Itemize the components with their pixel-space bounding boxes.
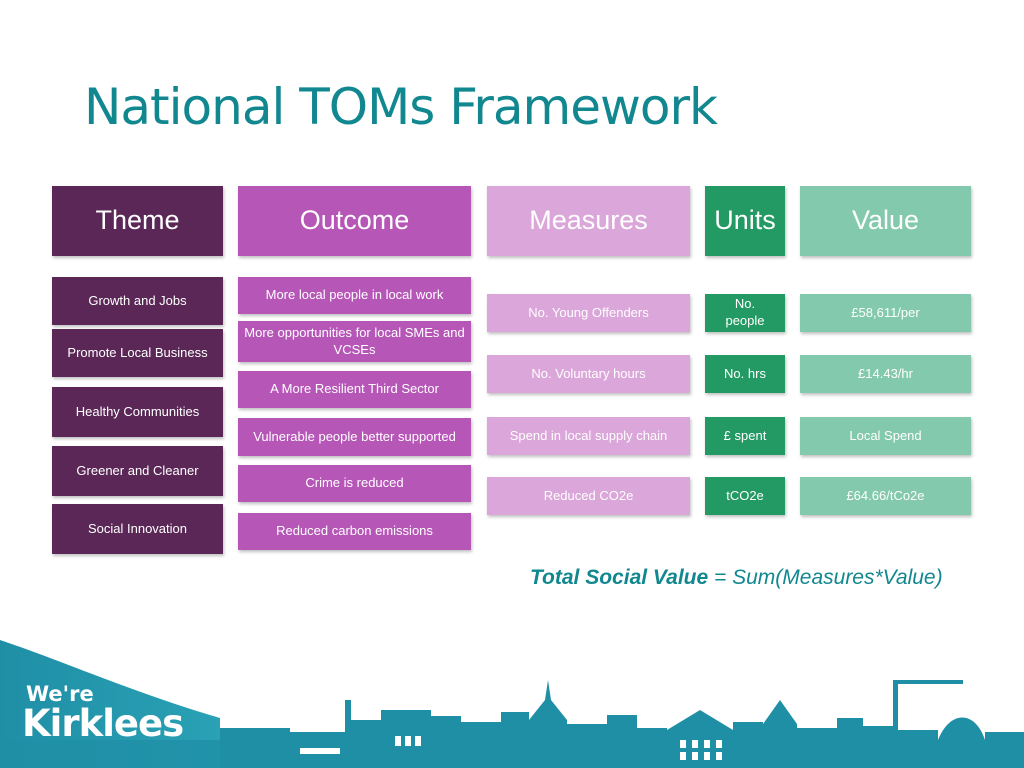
theme-item: Promote Local Business (52, 329, 223, 377)
logo-text-main: Kirklees (22, 702, 184, 745)
header-theme: Theme (52, 186, 223, 256)
header-outcome: Outcome (238, 186, 471, 256)
slide-title: National TOMs Framework (84, 78, 718, 136)
measure-item: No. Voluntary hours (487, 355, 690, 393)
unit-item: £ spent (705, 417, 785, 455)
outcome-item: Reduced carbon emissions (238, 513, 471, 550)
outcome-item: Crime is reduced (238, 465, 471, 502)
theme-item: Social Innovation (52, 504, 223, 554)
value-item: £14.43/hr (800, 355, 971, 393)
unit-item: No. people (705, 294, 785, 332)
total-social-value-formula: Total Social Value = Sum(Measures*Value) (530, 566, 943, 590)
unit-item: No. hrs (705, 355, 785, 393)
outcome-item: More opportunities for local SMEs and VC… (238, 321, 471, 362)
header-value: Value (800, 186, 971, 256)
value-item: Local Spend (800, 417, 971, 455)
measure-item: Spend in local supply chain (487, 417, 690, 455)
value-item: £64.66/tCo2e (800, 477, 971, 515)
outcome-item: A More Resilient Third Sector (238, 371, 471, 408)
header-units: Units (705, 186, 785, 256)
kirklees-skyline-footer (0, 640, 1024, 768)
outcome-item: Vulnerable people better supported (238, 418, 471, 456)
formula-expression: = Sum(Measures*Value) (714, 566, 943, 589)
unit-item: tCO2e (705, 477, 785, 515)
formula-label: Total Social Value (530, 566, 709, 589)
logo-text-top: We're (26, 682, 94, 706)
outcome-item: More local people in local work (238, 277, 471, 314)
measure-item: Reduced CO2e (487, 477, 690, 515)
header-measures: Measures (487, 186, 690, 256)
theme-item: Greener and Cleaner (52, 446, 223, 496)
theme-item: Healthy Communities (52, 387, 223, 437)
theme-item: Growth and Jobs (52, 277, 223, 325)
measure-item: No. Young Offenders (487, 294, 690, 332)
value-item: £58,611/per (800, 294, 971, 332)
